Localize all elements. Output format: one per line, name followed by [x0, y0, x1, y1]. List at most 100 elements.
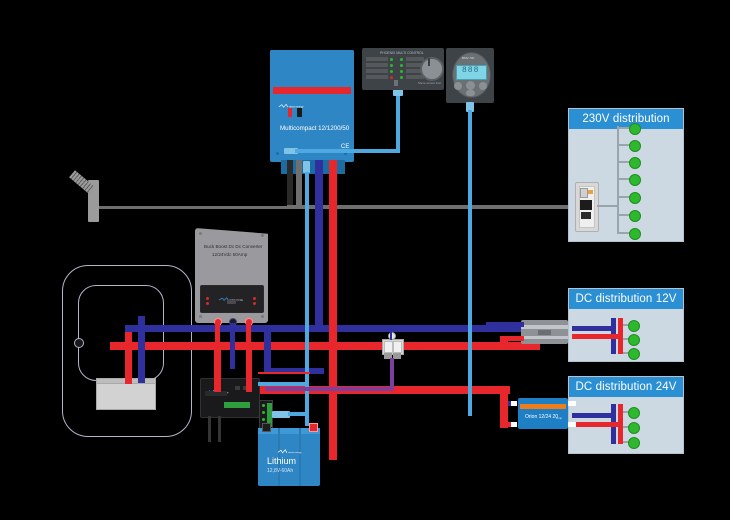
vehicle-cabin-outline: [78, 285, 164, 381]
bmv-button-center[interactable]: [466, 81, 475, 90]
ve-bus-connector-mc: [393, 88, 403, 96]
panel-230v-outlet: [629, 123, 641, 135]
panel-230v-branch: [619, 127, 633, 129]
panel-230v-branch: [619, 214, 633, 216]
ve-bus-wire-up-mc: [396, 92, 400, 150]
ve-bus-wire-down: [305, 172, 309, 426]
panel-dc24v-branch: [623, 411, 632, 413]
buck-boost-name: Buck Boost Dc Dc Converter: [204, 244, 263, 249]
lithium-brand: victron energy: [277, 441, 303, 454]
svg-text:victron energy: victron energy: [229, 298, 243, 301]
panel-230v-branch: [619, 161, 633, 163]
bmv-button-left[interactable]: [454, 82, 462, 90]
panel-dc12v-outlet: [628, 334, 640, 346]
panel-230v-bus: [617, 126, 619, 234]
multicompact-model-label: Multicompact 12/1200/50: [280, 125, 350, 132]
dc-dc-in-negative: [508, 322, 524, 327]
ve-bus-wire-right: [295, 149, 400, 153]
negative-bus-lower: [264, 368, 324, 374]
bmv-button-bottom[interactable]: [466, 90, 475, 96]
lithium-terminal-positive: [309, 423, 318, 432]
bmv-button-right[interactable]: [479, 82, 487, 90]
inverter-dc-positive: [329, 160, 337, 460]
panel-dc12v-outlet: [628, 348, 640, 360]
panel-230v-outlet: [629, 174, 641, 186]
multicompact-brand: victron energy: [278, 96, 308, 108]
bmv-cable-down: [468, 110, 472, 416]
bmv-model-label: BMV-700: [462, 56, 475, 60]
panel-dc24v-branch: [623, 441, 632, 443]
bmv-display-value: 888: [462, 66, 480, 75]
buck-boost-lead-2: [230, 323, 235, 369]
bus-joint-positive-2: [246, 342, 252, 392]
dc12v-riser-negative-h: [486, 322, 510, 328]
ac-out-wire-1: [287, 160, 293, 208]
shunt-lead-up: [390, 330, 392, 340]
bus-joint-negative-1: [264, 325, 271, 371]
negative-drop-vertical: [138, 325, 145, 383]
orion-model-label: Orion 12/24 20: [525, 414, 559, 420]
bms-sublabel: [205, 391, 227, 396]
bms-lead-2: [218, 416, 221, 442]
ve-bus-connector-inverter: [303, 161, 310, 173]
panel-dc12v-title: DC distribution 12V: [569, 289, 683, 309]
positive-bus-lower: [110, 342, 540, 350]
dc24v-feed-positive: [572, 422, 620, 427]
dc12v-feed-negative: [572, 326, 614, 331]
lithium-name-label: Lithium: [267, 456, 297, 466]
svg-text:victron energy: victron energy: [288, 451, 302, 454]
buck-boost-rating: 12/24Vdc 50Amp: [212, 252, 248, 257]
panel-230v-feed: [597, 205, 619, 207]
buck-boost-brand: victron energy: [218, 289, 244, 301]
vehicle-outline: [62, 265, 192, 437]
battery-bms-cable: [288, 412, 308, 416]
panel-230v-outlet: [629, 192, 641, 204]
orion-feed-riser: [500, 390, 508, 428]
bmv-cable-connector: [466, 102, 474, 112]
knob-label: Shore current limit: [418, 81, 441, 85]
panel-dc12v-outlet: [628, 320, 640, 332]
panel-dc24v-outlet: [628, 407, 640, 419]
bms-green-connector: [224, 402, 250, 408]
inverter-dc-negative: [315, 160, 323, 328]
ac-out-horizontal: [287, 205, 577, 209]
shunt-terminal-top: [388, 332, 396, 340]
panel-230v-branch: [619, 178, 633, 180]
orion-arrow-out-2: [568, 422, 576, 427]
bms-to-inverter-cable: [258, 382, 306, 386]
bus-joint-positive-1: [214, 342, 221, 392]
panel-230v-title: 230V distribution: [569, 109, 683, 129]
multicompact-ce-mark: CE: [341, 144, 350, 150]
panel-230v-outlet: [629, 140, 641, 152]
shunt-ve-direct-cable: [390, 358, 394, 390]
panel-dc24v-outlet: [628, 422, 640, 434]
panel-dc24v-title: DC distribution 24V: [569, 377, 683, 397]
lithium-rating-label: 12,8V-60Ah: [267, 468, 294, 474]
panel-230v-outlet: [629, 157, 641, 169]
dc12v-riser-neg-drop: [486, 322, 493, 330]
panel-dc12v-pos-bus: [618, 318, 623, 354]
multi-control-title: PHOENIX MULTI CONTROL: [380, 51, 424, 55]
panel-230v-branch: [619, 196, 633, 198]
panel-dc24v-outlet: [628, 437, 640, 449]
positive-drop-vertical: [125, 342, 132, 384]
orion-arrow-in: [509, 401, 517, 406]
orion-arrow-out: [568, 401, 576, 406]
bms-lead-1: [208, 416, 211, 442]
ve-direct-bus: [265, 387, 393, 391]
shore-current-knob[interactable]: [420, 57, 444, 81]
panel-230v-branch: [619, 232, 633, 234]
panel-dc24v-branch: [623, 426, 632, 428]
ac-out-wire-2: [296, 160, 302, 208]
panel-dc12v-branch: [623, 324, 632, 326]
bmv-brand: victron: [460, 60, 480, 73]
panel-dc24v-pos-bus: [618, 404, 623, 444]
lithium-terminal-negative: [262, 423, 271, 432]
panel-dc12v-branch: [623, 352, 632, 354]
panel-dc12v-branch: [623, 338, 632, 340]
bms-signal-right: [258, 372, 310, 374]
svg-text:victron energy: victron energy: [289, 105, 305, 108]
dc12v-feed-positive: [572, 334, 620, 339]
dc24v-feed-negative: [572, 413, 614, 418]
